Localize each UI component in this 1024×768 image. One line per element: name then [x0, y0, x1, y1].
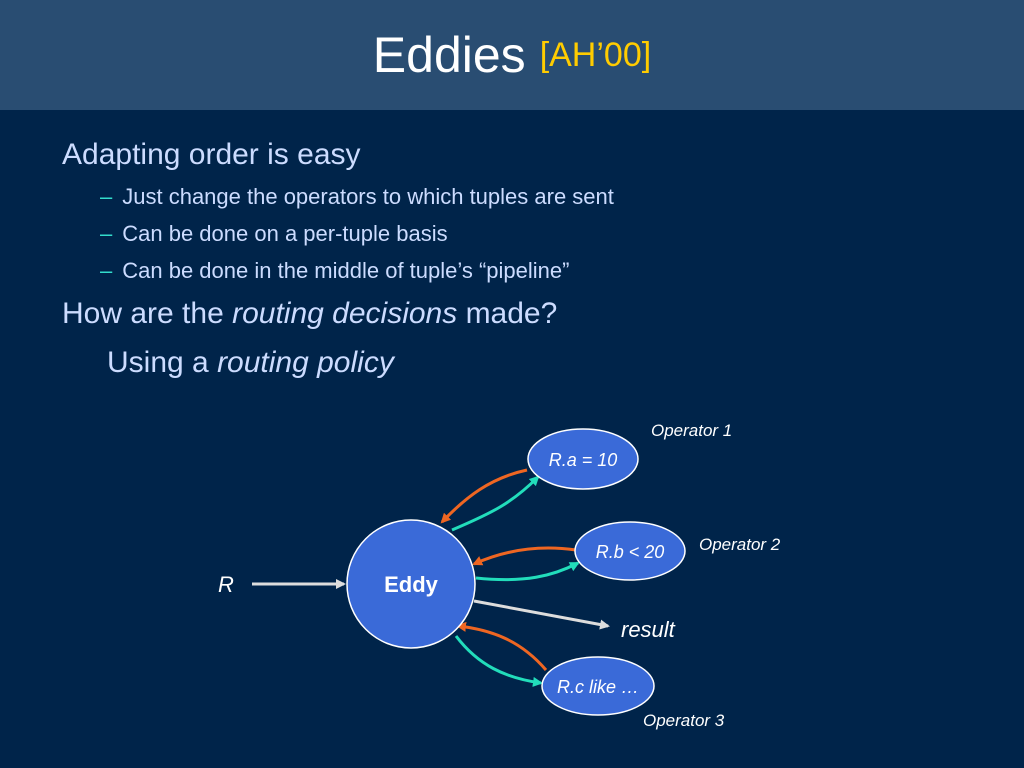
dash-marker: – — [100, 258, 113, 283]
operator-1-node — [527, 428, 639, 490]
output-arrow — [473, 599, 610, 630]
operator-1-label: Operator 1 — [651, 421, 732, 440]
route-to-operator-3-arrow — [454, 635, 543, 687]
route-to-operator-1-arrow — [451, 475, 540, 532]
sub-bullet-per-tuple: –Can be done on a per-tuple basis — [100, 221, 448, 246]
operator-2-predicate: R.b < 20 — [596, 542, 665, 562]
return-from-operator-3-arrow — [456, 621, 548, 671]
eddy-label: Eddy — [384, 572, 439, 597]
operator-3-label: Operator 3 — [643, 711, 725, 730]
sub-bullet-pipeline: –Can be done in the middle of tuple’s “p… — [100, 258, 570, 283]
operator-1-predicate: R.a = 10 — [549, 450, 618, 470]
question-routing-decisions: How are the routing decisions made? — [62, 297, 558, 330]
dash-marker: – — [100, 221, 113, 246]
input-label: R — [218, 572, 234, 597]
operator-3-predicate: R.c like … — [557, 677, 639, 697]
route-to-operator-2-arrow — [475, 561, 580, 582]
bullet-adapting-order: Adapting order is easy — [62, 138, 361, 171]
return-from-operator-1-arrow — [440, 468, 528, 524]
title-bar: Eddies [AH’00] — [0, 0, 1024, 110]
sub-bullet-change-operators: –Just change the operators to which tupl… — [100, 184, 614, 209]
slide-title: Eddies — [372, 27, 526, 83]
return-from-operator-2-arrow — [472, 546, 577, 566]
output-label: result — [621, 617, 676, 642]
eddy-node — [346, 519, 476, 649]
answer-routing-policy: Using a routing policy — [107, 346, 394, 379]
operator-2-label: Operator 2 — [699, 535, 781, 554]
dash-marker: – — [100, 184, 113, 209]
slide-citation: [AH’00] — [539, 35, 652, 74]
operator-2-node — [574, 521, 686, 581]
operator-3-node — [541, 656, 655, 716]
